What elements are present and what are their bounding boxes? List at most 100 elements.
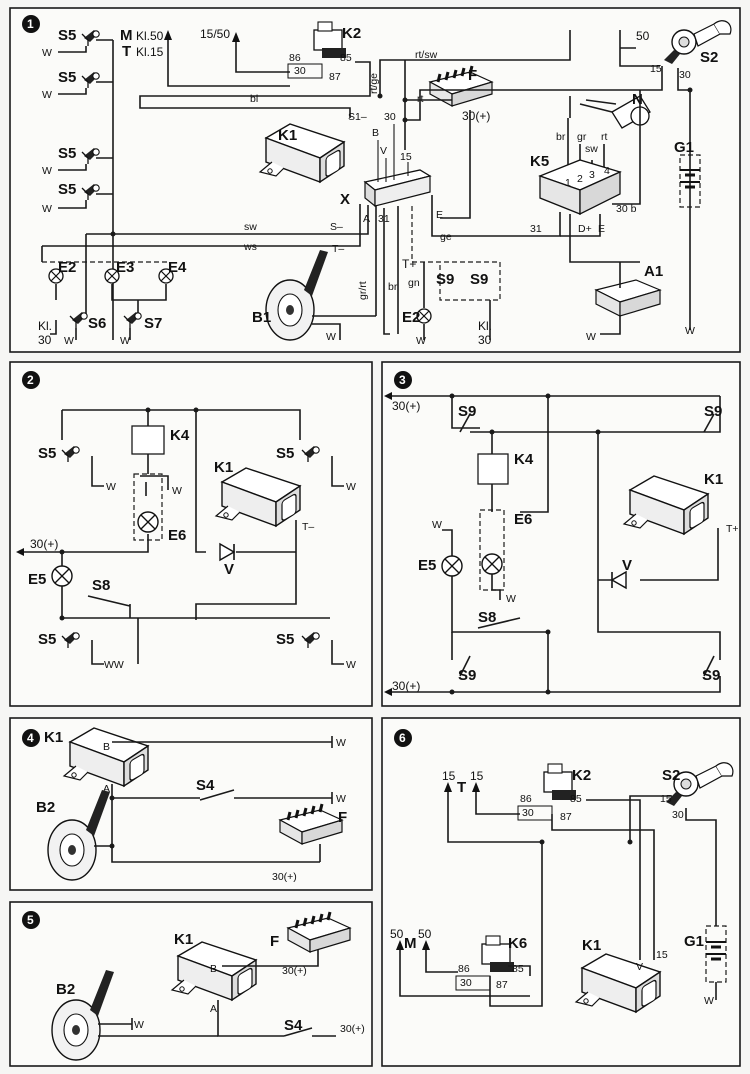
svg-text:87: 87: [496, 979, 508, 991]
svg-text:W: W: [336, 737, 346, 749]
svg-text:gr/rt: gr/rt: [357, 281, 369, 300]
s5-label: S5: [58, 181, 76, 198]
k5-label: K5: [530, 153, 549, 170]
svg-text:30: 30: [522, 807, 534, 819]
svg-text:30: 30: [460, 977, 472, 989]
s9-label: S9: [458, 667, 476, 684]
svg-text:30(+): 30(+): [462, 109, 490, 123]
e4-label: E4: [168, 259, 187, 276]
svg-text:30: 30: [38, 333, 52, 347]
svg-text:2: 2: [27, 373, 34, 387]
svg-text:T–: T–: [332, 243, 344, 255]
k4-label: K4: [170, 427, 190, 444]
f-label: F: [468, 67, 477, 84]
svg-text:gn: gn: [408, 277, 420, 289]
svg-text:15: 15: [650, 63, 662, 75]
k2-label: K2: [572, 767, 591, 784]
svg-text:W: W: [42, 47, 52, 59]
svg-text:E: E: [436, 209, 443, 221]
t-label: T: [122, 43, 131, 60]
svg-text:A: A: [210, 1003, 217, 1015]
svg-text:B: B: [210, 963, 217, 975]
svg-text:50: 50: [390, 927, 404, 941]
e5-label: E5: [28, 571, 46, 588]
svg-text:Kl.15: Kl.15: [136, 45, 164, 59]
svg-text:30: 30: [294, 65, 306, 77]
svg-text:W: W: [64, 335, 74, 347]
svg-text:W: W: [416, 335, 426, 347]
s6-label: S6: [88, 315, 106, 332]
g1-label: G1: [684, 933, 704, 950]
svg-text:WW: WW: [104, 659, 124, 671]
k1-label: K1: [214, 459, 233, 476]
svg-text:85: 85: [512, 963, 524, 975]
svg-text:30: 30: [384, 111, 396, 123]
e6-label: E6: [168, 527, 186, 544]
v-label: V: [224, 561, 234, 578]
svg-text:W: W: [346, 481, 356, 493]
g1-label: G1: [674, 139, 694, 156]
e3-label: E3: [116, 259, 134, 276]
svg-text:30: 30: [478, 333, 492, 347]
svg-text:30(+): 30(+): [272, 871, 297, 883]
svg-text:W: W: [42, 89, 52, 101]
svg-text:W: W: [685, 325, 695, 337]
s8-label: S8: [478, 609, 496, 626]
k4-label: K4: [514, 451, 534, 468]
svg-text:2: 2: [577, 173, 583, 185]
svg-text:B: B: [372, 127, 379, 139]
svg-text:30: 30: [672, 809, 684, 821]
svg-text:15: 15: [400, 151, 412, 163]
k1-label: K1: [704, 471, 723, 488]
svg-text:W: W: [106, 481, 116, 493]
svg-text:W: W: [704, 995, 714, 1007]
s9-label: S9: [704, 403, 722, 420]
m-label: M: [404, 935, 417, 952]
s5-label: S5: [38, 631, 56, 648]
k1-label: K1: [582, 937, 601, 954]
k1-label: K1: [278, 127, 297, 144]
panel-3: 3 30(+) S9 S9 K4 E6 W W E5 S8 K1 T+ V S9: [381, 361, 741, 707]
s4-label: S4: [284, 1017, 303, 1034]
panel-1-number: 1: [27, 17, 34, 31]
svg-text:sw: sw: [585, 143, 598, 155]
s8-label: S8: [92, 577, 110, 594]
svg-text:50: 50: [418, 927, 432, 941]
svg-text:4: 4: [27, 731, 34, 745]
svg-text:85: 85: [340, 52, 352, 64]
svg-text:W: W: [326, 331, 336, 343]
svg-text:W: W: [586, 331, 596, 343]
svg-text:S–: S–: [330, 221, 343, 233]
k6-label: K6: [508, 935, 527, 952]
svg-text:sw: sw: [244, 221, 257, 233]
svg-text:S1–: S1–: [348, 111, 367, 123]
b1-label: B1: [252, 309, 271, 326]
b2-label: B2: [36, 799, 55, 816]
s9-label: S9: [458, 403, 476, 420]
supply-top-label: 30(+): [392, 399, 420, 413]
supply-bottom-label: 30(+): [392, 679, 420, 693]
f-label: F: [270, 933, 279, 950]
s5-label: S5: [58, 69, 76, 86]
svg-text:85: 85: [570, 793, 582, 805]
s7-label: S7: [144, 315, 162, 332]
svg-text:4: 4: [604, 165, 610, 177]
svg-text:A: A: [363, 213, 370, 225]
svg-text:86: 86: [289, 52, 301, 64]
svg-text:V: V: [380, 145, 387, 157]
svg-text:6: 6: [399, 731, 406, 745]
svg-text:3: 3: [399, 373, 406, 387]
svg-text:5: 5: [27, 913, 34, 927]
k1-label: K1: [174, 931, 193, 948]
s5-label: S5: [276, 631, 294, 648]
svg-text:D+: D+: [578, 223, 592, 235]
f-label: F: [338, 809, 347, 826]
svg-text:30 b: 30 b: [616, 203, 637, 215]
svg-text:E: E: [598, 223, 605, 235]
svg-text:W: W: [432, 519, 442, 531]
n-label: N: [632, 91, 643, 108]
svg-text:3: 3: [589, 169, 595, 181]
svg-text:W: W: [346, 659, 356, 671]
s5-label: S5: [58, 27, 76, 44]
